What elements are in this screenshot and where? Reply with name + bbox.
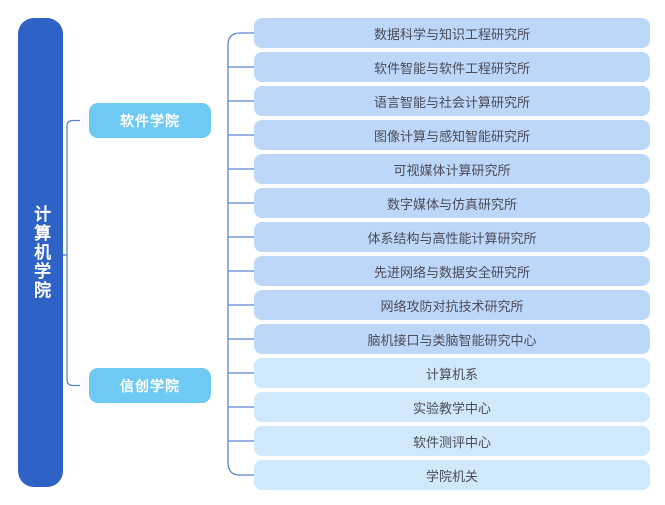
leaf-node[interactable]: 计算机系 [254,358,650,388]
leaf-node-label: 图像计算与感知智能研究所 [373,128,530,144]
leaf-node-label: 计算机系 [425,366,478,382]
leaf-trunk-connector [227,32,254,476]
leaf-node[interactable]: 语言智能与社会计算研究所 [254,86,650,116]
leaf-node-label: 学院机关 [425,468,478,484]
leaf-node-label: 数据科学与知识工程研究所 [373,26,530,42]
leaf-node-label: 语言智能与社会计算研究所 [373,94,530,110]
leaf-node-label: 可视媒体计算研究所 [393,162,511,178]
leaf-node-label: 数字媒体与仿真研究所 [386,196,517,212]
leaf-node[interactable]: 软件智能与软件工程研究所 [254,52,650,82]
leaf-node-label: 软件测评中心 [412,434,491,450]
leaf-node[interactable]: 数字媒体与仿真研究所 [254,188,650,218]
root-node-label: 计算机学院 [31,205,51,300]
leaf-node-label: 实验教学中心 [412,400,491,416]
leaf-node[interactable]: 先进网络与数据安全研究所 [254,256,650,286]
branch-node-label: 软件学院 [120,112,180,129]
root-node-computer-college[interactable]: 计算机学院 [18,18,63,487]
branch-node-label: 信创学院 [120,377,180,394]
branch-node-software-college[interactable]: 软件学院 [89,103,211,138]
leaf-node[interactable]: 脑机接口与类脑智能研究中心 [254,324,650,354]
leaf-node[interactable]: 学院机关 [254,460,650,490]
branch-node-xinchuang-college[interactable]: 信创学院 [89,368,211,403]
leaf-node-label: 脑机接口与类脑智能研究中心 [367,332,537,348]
leaf-node[interactable]: 图像计算与感知智能研究所 [254,120,650,150]
leaf-node-label: 网络攻防对抗技术研究所 [380,298,524,314]
leaf-node-label: 体系结构与高性能计算研究所 [367,230,537,246]
leaf-node[interactable]: 体系结构与高性能计算研究所 [254,222,650,252]
leaf-node[interactable]: 可视媒体计算研究所 [254,154,650,184]
leaf-node[interactable]: 实验教学中心 [254,392,650,422]
branch-trunk-connector [66,119,80,387]
leaf-node[interactable]: 软件测评中心 [254,426,650,456]
leaf-node[interactable]: 网络攻防对抗技术研究所 [254,290,650,320]
leaf-node-label: 软件智能与软件工程研究所 [373,60,530,76]
leaf-node[interactable]: 数据科学与知识工程研究所 [254,18,650,48]
leaf-node-label: 先进网络与数据安全研究所 [373,264,530,280]
